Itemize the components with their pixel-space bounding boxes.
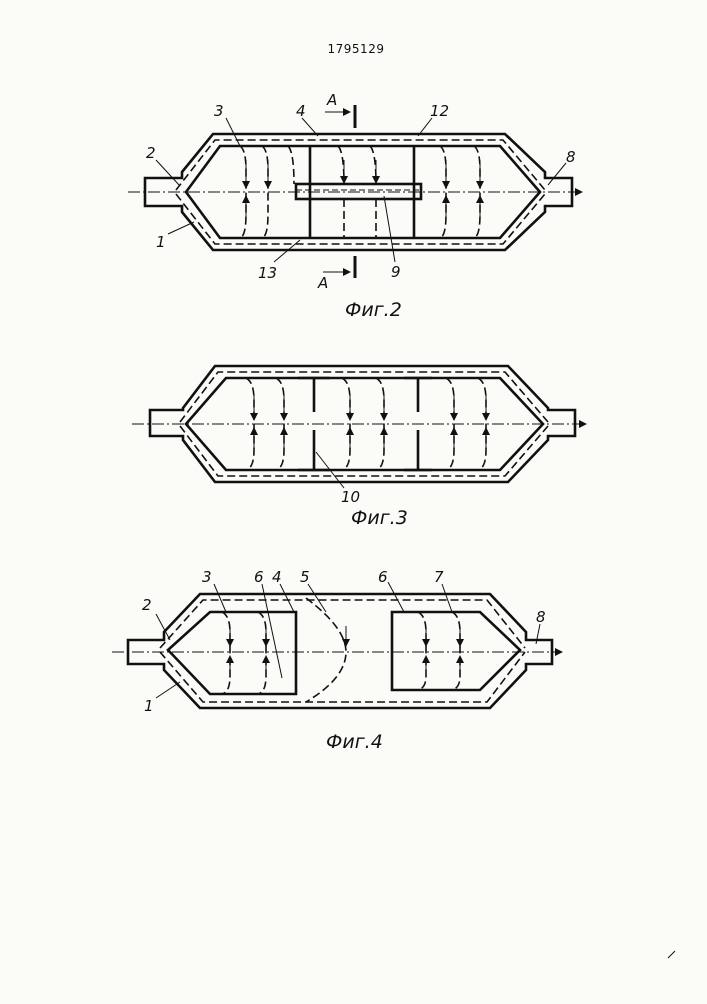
fig2-loop-3 bbox=[288, 146, 294, 184]
fig3-flow-path-lower bbox=[180, 426, 548, 476]
fig4-label-3: 3 bbox=[202, 568, 212, 586]
fig4-leader-4 bbox=[280, 584, 294, 612]
fig3-flow-path-upper bbox=[180, 372, 548, 422]
fig4-label-6b: 6 bbox=[378, 568, 388, 586]
fig4-loop-2 bbox=[258, 612, 266, 694]
figure-3: 10 Фиг.3 bbox=[132, 366, 586, 529]
fig3-partition-bottom-right bbox=[404, 430, 432, 470]
fig2-leader-2 bbox=[156, 160, 180, 186]
fig4-label-2: 2 bbox=[142, 596, 152, 614]
figure-2: А А 3 4 12 2 8 1 13 9 Фиг.2 bbox=[128, 91, 582, 321]
fig4-housing-outer bbox=[128, 594, 552, 708]
fig3-caption: Фиг.3 bbox=[351, 507, 408, 529]
fig2-label-12: 12 bbox=[430, 102, 449, 120]
fig2-caption: Фиг.2 bbox=[345, 299, 402, 321]
fig3-partition-top-left bbox=[298, 378, 330, 412]
corner-mark bbox=[668, 951, 675, 958]
fig4-label-7: 7 bbox=[434, 568, 444, 586]
fig2-leader-1 bbox=[168, 222, 194, 234]
fig2-label-8: 8 bbox=[566, 148, 576, 166]
fig4-loop-5 bbox=[306, 598, 346, 702]
fig4-loop-7 bbox=[452, 612, 460, 690]
fig2-label-3: 3 bbox=[214, 102, 224, 120]
fig4-label-4: 4 bbox=[272, 568, 282, 586]
fig2-section-label-top: А bbox=[326, 91, 337, 109]
fig2-label-2: 2 bbox=[146, 144, 156, 162]
fig2-label-9: 9 bbox=[391, 263, 401, 281]
fig4-inner-right bbox=[392, 612, 520, 690]
fig4-leader-1 bbox=[156, 682, 180, 698]
fig2-label-1: 1 bbox=[156, 233, 166, 251]
fig2-leader-8 bbox=[548, 163, 566, 185]
fig4-leader-7 bbox=[442, 584, 452, 612]
fig2-leader-9 bbox=[384, 196, 395, 262]
fig4-leader-6b bbox=[388, 582, 404, 612]
fig3-label-10: 10 bbox=[341, 488, 360, 506]
fig2-section-label-bottom: А bbox=[317, 274, 328, 292]
figure-4: 3 6 4 5 6 7 2 8 1 Фиг.4 bbox=[112, 568, 562, 753]
fig4-leader-6a bbox=[262, 584, 282, 678]
fig2-label-4: 4 bbox=[296, 102, 306, 120]
fig4-label-8: 8 bbox=[536, 608, 546, 626]
fig2-leader-3 bbox=[226, 118, 240, 146]
fig4-caption: Фиг.4 bbox=[326, 731, 383, 753]
fig3-partition-top-right bbox=[404, 378, 432, 412]
fig2-flow-path-lower bbox=[176, 194, 545, 244]
fig4-loop-6 bbox=[418, 612, 426, 690]
patent-number: 1795129 bbox=[328, 42, 385, 56]
fig4-label-1: 1 bbox=[144, 697, 154, 715]
fig2-flow-path-upper bbox=[176, 140, 545, 190]
fig4-loop-1 bbox=[222, 612, 230, 694]
fig4-label-5: 5 bbox=[300, 568, 310, 586]
fig4-label-6a: 6 bbox=[254, 568, 264, 586]
fig2-label-13: 13 bbox=[258, 264, 277, 282]
fig4-leader-3 bbox=[214, 584, 226, 612]
fig4-flow-path-upper bbox=[160, 600, 525, 648]
